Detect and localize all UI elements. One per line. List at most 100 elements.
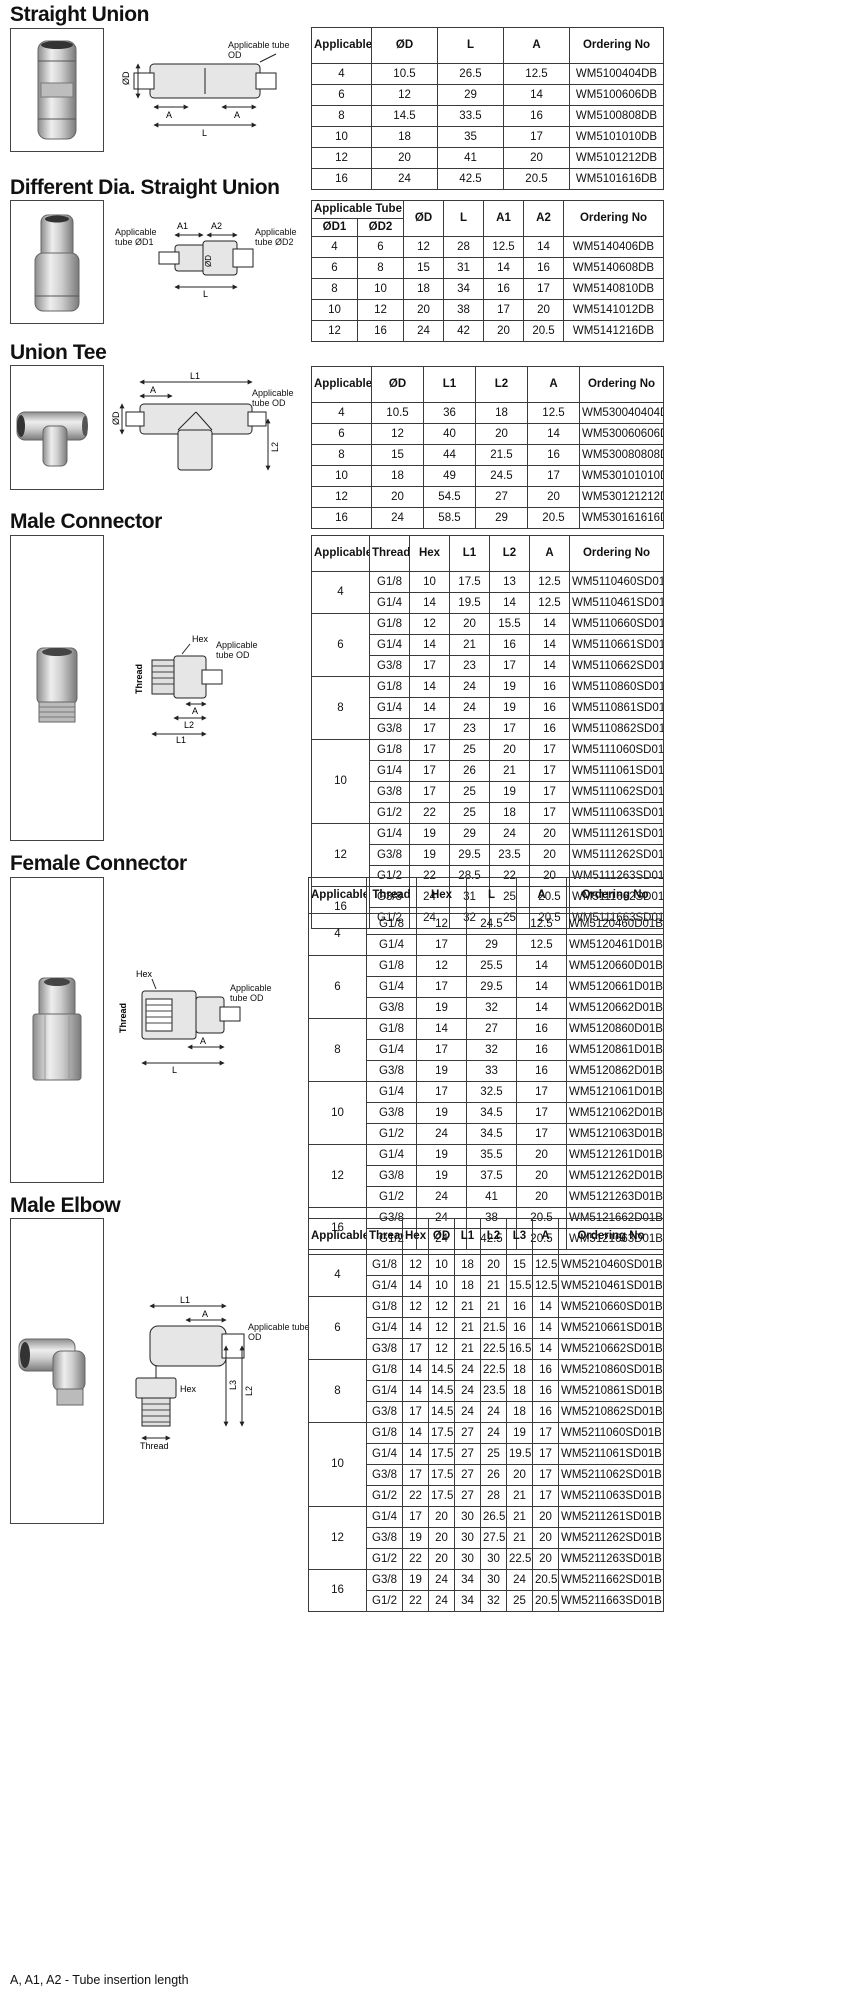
table-cell: 20 <box>529 823 570 845</box>
table-cell: G1/4 <box>366 1081 417 1103</box>
column-header: A <box>529 535 570 572</box>
product-photo-male-elbow <box>10 1218 104 1524</box>
table-cell: 19 <box>409 844 450 866</box>
table-cell: 21 <box>480 1275 507 1297</box>
table-cell: 17.5 <box>428 1485 455 1507</box>
table-cell: 27 <box>466 1018 517 1040</box>
table-cell: 27 <box>475 486 528 508</box>
table-cell: 19 <box>416 997 467 1019</box>
diff-union-drawing: A1 A2 L ØD Applicable tube ØD1 Applicabl… <box>115 221 297 299</box>
drawing-label-thread: Thread <box>118 1003 128 1033</box>
table-cell: 16 <box>516 1039 567 1061</box>
table-cell: 16 <box>503 105 570 127</box>
column-header: A1 <box>483 200 525 237</box>
table-cell: WM530080808DB <box>579 444 664 466</box>
table-cell: 18 <box>475 402 528 424</box>
table-cell: 27 <box>454 1485 481 1507</box>
table-cell: 19 <box>489 781 530 803</box>
drawing-label-l1: L1 <box>180 1295 190 1305</box>
table-cell: G1/8 <box>366 1359 403 1381</box>
table-cell: 20 <box>428 1527 455 1549</box>
table-cell: 14 <box>402 1422 429 1444</box>
table-cell: 24 <box>416 1123 467 1145</box>
table-cell: 20 <box>428 1506 455 1528</box>
table-cell: 18 <box>371 465 424 487</box>
table-cell: 20 <box>483 320 525 342</box>
table-cell: WM5121062D01B <box>566 1102 664 1124</box>
drawing-label-a2: A2 <box>211 221 222 231</box>
table-cell: 12 <box>416 913 467 935</box>
table-cell: G1/8 <box>366 1296 403 1318</box>
table-cell: 12.5 <box>529 571 570 593</box>
table-cell: WM5121061D01B <box>566 1081 664 1103</box>
column-header: ØD <box>428 1218 455 1255</box>
table-cell: 19 <box>409 823 450 845</box>
table-cell: 32 <box>466 1039 517 1061</box>
table-cell: WM5210461SD01B <box>558 1275 664 1297</box>
table-cell: G1/4 <box>369 592 410 614</box>
table-cell: 16 <box>483 278 525 300</box>
table-cell: 29.5 <box>449 844 490 866</box>
table-cell: WM5211263SD01B <box>558 1548 664 1570</box>
column-header: L1 <box>454 1218 481 1255</box>
table-cell: 4 <box>311 63 372 85</box>
column-header: Hex <box>409 535 450 572</box>
table-cell: WM5110461SD01B <box>569 592 664 614</box>
drawing-label-l: L <box>203 289 208 299</box>
tube-od-cell: 10 <box>311 739 370 824</box>
table-cell: 28 <box>443 236 485 258</box>
drawing-label-tube: Applicable tube OD <box>228 40 290 60</box>
column-header: ØD <box>371 366 424 403</box>
table-cell: 32 <box>466 997 517 1019</box>
table-cell: 37.5 <box>466 1165 517 1187</box>
drawing-label-l1: L1 <box>176 735 186 745</box>
straight-union-drawing: ØD A A L Applicable tube OD <box>121 40 290 138</box>
table-cell: WM5211061SD01B <box>558 1443 664 1465</box>
table-cell: 18 <box>489 802 530 824</box>
table-cell: 20 <box>532 1506 559 1528</box>
tube-od-cell: 10 <box>308 1422 367 1507</box>
table-row: 612402014WM530060606DB <box>311 423 664 445</box>
table-cell: 54.5 <box>423 486 476 508</box>
table-cell: WM5211262SD01B <box>558 1527 664 1549</box>
column-header: Hex <box>402 1218 429 1255</box>
table-cell: 21 <box>454 1317 481 1339</box>
table-cell: 15.5 <box>489 613 530 635</box>
table-cell: 14 <box>402 1380 429 1402</box>
table-cell: 18 <box>403 278 445 300</box>
table-cell: 20 <box>523 299 565 321</box>
table-cell: 23 <box>449 718 490 740</box>
table-cell: 20 <box>449 613 490 635</box>
column-header: L <box>443 200 485 237</box>
column-header: A <box>503 27 570 64</box>
table-cell: 24 <box>506 1569 533 1591</box>
table-cell: 19 <box>489 676 530 698</box>
table-cell: 38 <box>443 299 485 321</box>
table-cell: 10.5 <box>371 402 424 424</box>
table-cell: 14 <box>416 1018 467 1040</box>
table-cell: 19 <box>416 1102 467 1124</box>
column-header: ØD <box>403 200 445 237</box>
table-cell: 16 <box>529 697 570 719</box>
table-cell: 8 <box>356 257 405 279</box>
table-cell: 17 <box>529 739 570 761</box>
table-cell: 24 <box>454 1359 481 1381</box>
table-cell: 17 <box>532 1422 559 1444</box>
table-cell: 14.5 <box>428 1401 455 1423</box>
table-cell: WM5120660D01B <box>566 955 664 977</box>
table-cell: 16 <box>516 1018 567 1040</box>
table-cell: G1/2 <box>366 1123 417 1145</box>
table-cell: 16 <box>506 1317 533 1339</box>
table-cell: 12 <box>402 1254 429 1276</box>
table-cell: G1/4 <box>366 1380 403 1402</box>
table-cell: 25 <box>449 739 490 761</box>
